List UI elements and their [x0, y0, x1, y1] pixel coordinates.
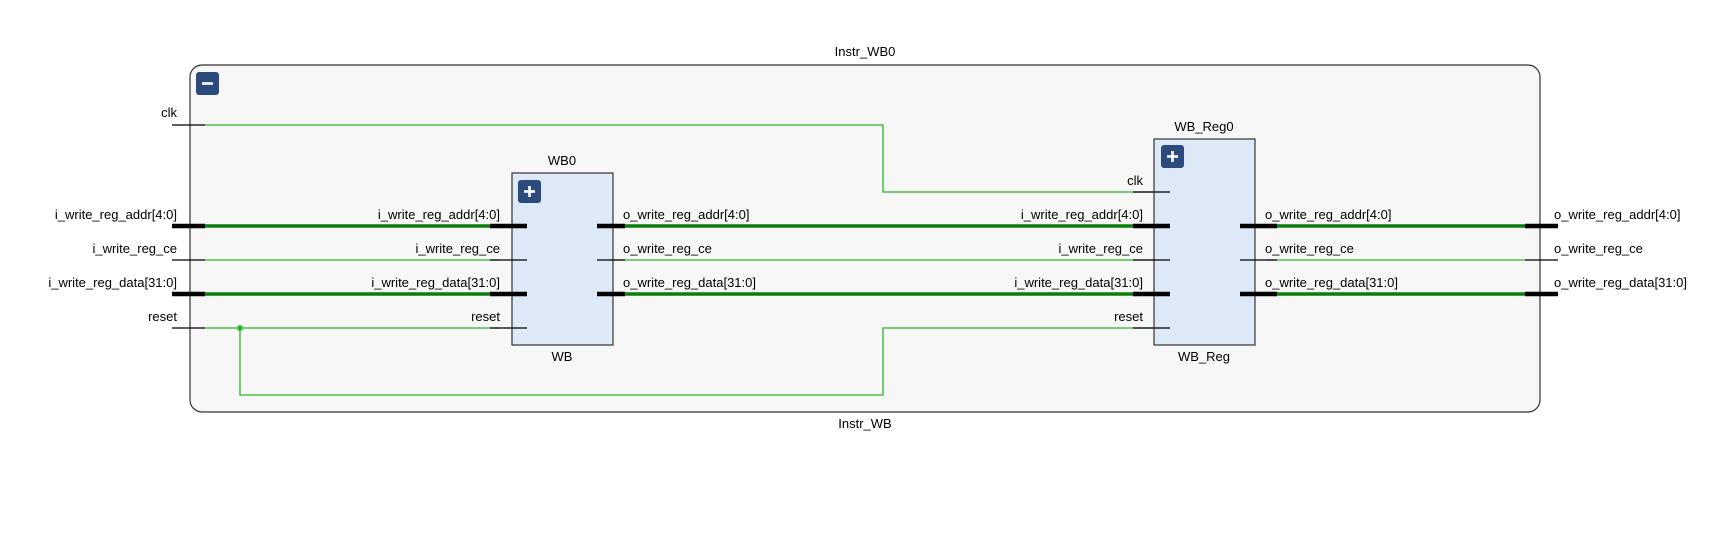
wb-reg0-pin-i-write-reg-ce: i_write_reg_ce [1058, 241, 1143, 256]
wb-reg0-pin-i-write-reg-addr: i_write_reg_addr[4:0] [1021, 207, 1143, 222]
wb-reg0-pin-o-write-reg-ce: o_write_reg_ce [1265, 241, 1354, 256]
net-reset-wbreg[interactable] [239, 327, 1153, 396]
collapse-button[interactable] [196, 72, 219, 95]
wb0-pin-i-write-reg-ce: i_write_reg_ce [415, 241, 500, 256]
wb-reg0-pin-reset: reset [1114, 309, 1143, 324]
wb0-pin-reset: reset [471, 309, 500, 324]
outer-port-i-write-reg-addr: i_write_reg_addr[4:0] [55, 207, 177, 222]
block-wb0[interactable]: WB0 WB i_write_reg_addr[4:0] i_write_reg… [371, 153, 756, 364]
wb-reg0-instance-name: WB_Reg0 [1174, 119, 1233, 134]
wb0-pin-i-write-reg-addr: i_write_reg_addr[4:0] [378, 207, 500, 222]
wb0-pin-o-write-reg-addr: o_write_reg_addr[4:0] [623, 207, 749, 222]
block-wb-reg0[interactable]: WB_Reg0 WB_Reg clk i_write_reg_addr[4:0]… [1014, 119, 1398, 364]
wb0-instance-name: WB0 [548, 153, 576, 168]
wb-reg0-expand-button[interactable] [1161, 145, 1184, 168]
outer-instance-name: Instr_WB0 [835, 44, 896, 59]
outer-block-instr-wb0[interactable]: Instr_WB0 Instr_WB [189, 44, 1541, 431]
wb-reg0-body[interactable] [1153, 138, 1256, 346]
outer-output-ports: o_write_reg_addr[4:0] o_write_reg_ce o_w… [1525, 207, 1687, 297]
outer-block-frame[interactable] [189, 64, 1541, 413]
wb-reg0-pin-i-write-reg-data: i_write_reg_data[31:0] [1014, 275, 1143, 290]
wb-reg0-pin-o-write-reg-addr: o_write_reg_addr[4:0] [1265, 207, 1391, 222]
outer-port-o-write-reg-addr: o_write_reg_addr[4:0] [1554, 207, 1680, 222]
wb-reg0-module-name: WB_Reg [1178, 349, 1230, 364]
outer-input-ports: clk i_write_reg_addr[4:0] i_write_reg_ce… [48, 105, 205, 329]
wb0-module-name: WB [552, 349, 573, 364]
outer-port-reset: reset [148, 309, 177, 324]
net-clk[interactable] [205, 124, 1153, 193]
outer-port-i-write-reg-data: i_write_reg_data[31:0] [48, 275, 177, 290]
wb0-pin-o-write-reg-data: o_write_reg_data[31:0] [623, 275, 756, 290]
junction-dot [237, 325, 243, 331]
nets[interactable] [205, 124, 1525, 396]
plus-icon [1167, 151, 1178, 162]
wb-reg0-pin-clk: clk [1127, 173, 1143, 188]
outer-port-clk: clk [161, 105, 177, 120]
outer-port-o-write-reg-data: o_write_reg_data[31:0] [1554, 275, 1687, 290]
outer-port-i-write-reg-ce: i_write_reg_ce [92, 241, 177, 256]
wb-reg0-pin-o-write-reg-data: o_write_reg_data[31:0] [1265, 275, 1398, 290]
outer-module-name: Instr_WB [838, 416, 891, 431]
plus-icon [524, 186, 535, 197]
wb0-pin-o-write-reg-ce: o_write_reg_ce [623, 241, 712, 256]
outer-port-o-write-reg-ce: o_write_reg_ce [1554, 241, 1643, 256]
wb0-pin-i-write-reg-data: i_write_reg_data[31:0] [371, 275, 500, 290]
wb0-expand-button[interactable] [518, 180, 541, 203]
